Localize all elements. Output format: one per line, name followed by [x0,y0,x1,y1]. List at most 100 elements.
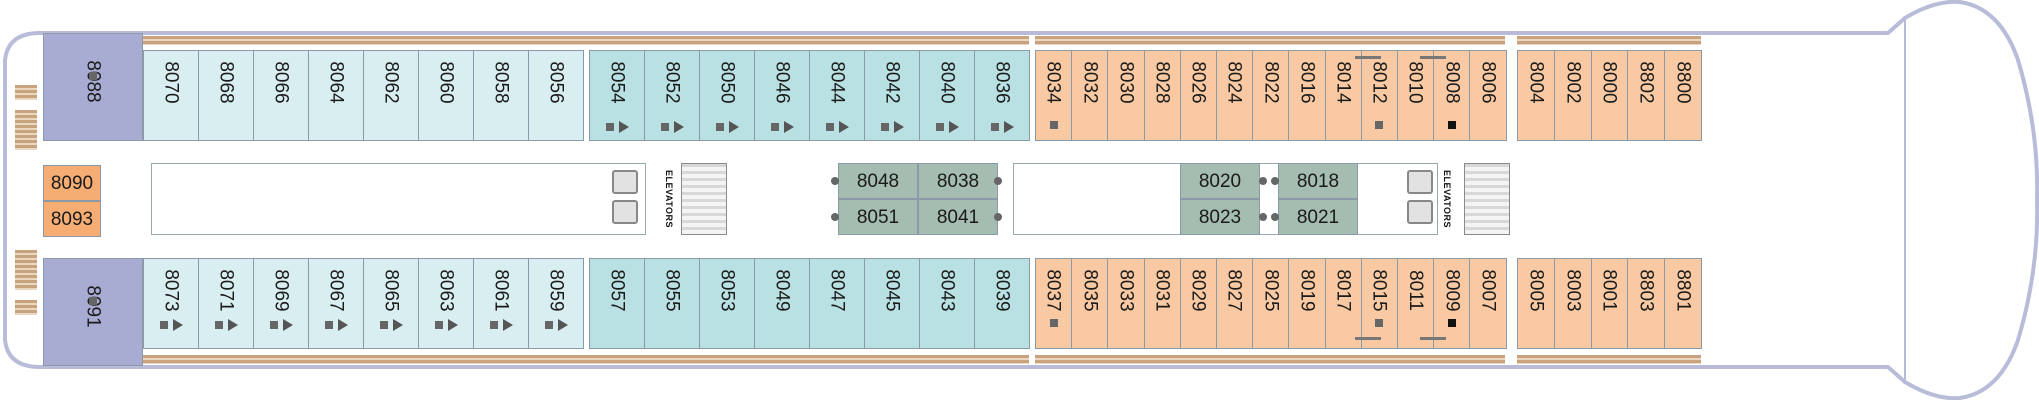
cabin-8030[interactable]: 8030 [1107,50,1145,141]
cabin-8000[interactable]: 8000 [1590,50,1629,141]
cabin-8005[interactable]: 8005 [1517,258,1555,349]
cabin-8803[interactable]: 8803 [1627,258,1666,349]
cabin-8026[interactable]: 8026 [1179,50,1217,141]
cabin-8093[interactable]: 8093 [43,201,101,237]
cabin-8043[interactable]: 8043 [919,258,975,349]
cabin-8015[interactable]: 8015 [1360,258,1398,349]
elevator-car [612,200,638,224]
cabin-number: 8030 [1115,61,1137,104]
cabin-number: 8012 [1368,61,1390,104]
cabin-8065[interactable]: 8065 [363,258,419,349]
cabin-8042[interactable]: 8042 [864,50,920,141]
cabin-number: 8061 [490,269,512,312]
cabin-8060[interactable]: 8060 [418,50,474,141]
cabin-8011[interactable]: 8011 [1397,258,1435,349]
cabin-8054[interactable]: 8054 [589,50,645,141]
cabin-8021[interactable]: 8021 [1278,199,1358,235]
cabin-8073[interactable]: 8073 [143,258,199,349]
cabin-8032[interactable]: 8032 [1071,50,1109,141]
cabin-8045[interactable]: 8045 [864,258,920,349]
cabin-8066[interactable]: 8066 [253,50,309,141]
cabin-number: 8010 [1405,61,1427,104]
cabin-8022[interactable]: 8022 [1252,50,1290,141]
cabin-8088[interactable]: 8088 [43,33,143,141]
cabin-8058[interactable]: 8058 [473,50,529,141]
cabin-8056[interactable]: 8056 [528,50,584,141]
cabin-8038[interactable]: 8038 [918,163,998,199]
cabin-8012[interactable]: 8012 [1360,50,1398,141]
cabin-8047[interactable]: 8047 [809,258,865,349]
cabin-8067[interactable]: 8067 [308,258,364,349]
cabin-8009[interactable]: 8009 [1433,258,1471,349]
cabin-feature-icons [144,319,198,331]
cabin-8003[interactable]: 8003 [1553,258,1592,349]
cabin-8014[interactable]: 8014 [1324,50,1362,141]
partition-bar [1355,337,1381,340]
cabin-8071[interactable]: 8071 [198,258,254,349]
cabin-8059[interactable]: 8059 [528,258,584,349]
cabin-8006[interactable]: 8006 [1469,50,1507,141]
cabin-8063[interactable]: 8063 [418,258,474,349]
cabin-8091[interactable]: 8091 [43,258,143,366]
cabin-8025[interactable]: 8025 [1252,258,1290,349]
cabin-8023[interactable]: 8023 [1180,199,1260,235]
cabin-8031[interactable]: 8031 [1143,258,1181,349]
balcony-icon [838,121,849,133]
cabin-8034[interactable]: 8034 [1035,50,1073,141]
balcony-icon [282,319,293,331]
cabin-8048[interactable]: 8048 [838,163,918,199]
cabin-8010[interactable]: 8010 [1397,50,1435,141]
cabin-8007[interactable]: 8007 [1469,258,1507,349]
connecting-cabin-icon [544,321,553,329]
cabin-8039[interactable]: 8039 [974,258,1030,349]
cabin-number: 8008 [1441,61,1463,104]
connecting-cabin-icon [89,72,97,80]
cabin-8800[interactable]: 8800 [1664,50,1702,141]
cabin-8041[interactable]: 8041 [918,199,998,235]
cabin-8017[interactable]: 8017 [1324,258,1362,349]
cabin-8028[interactable]: 8028 [1143,50,1181,141]
cabin-8068[interactable]: 8068 [198,50,254,141]
cabin-8037[interactable]: 8037 [1035,258,1073,349]
cabin-8802[interactable]: 8802 [1627,50,1666,141]
deck-strip [143,36,1029,45]
cabin-8044[interactable]: 8044 [809,50,865,141]
cabin-8053[interactable]: 8053 [699,258,755,349]
cabin-8019[interactable]: 8019 [1288,258,1326,349]
cabin-8033[interactable]: 8033 [1107,258,1145,349]
cabin-8052[interactable]: 8052 [644,50,700,141]
cabin-8029[interactable]: 8029 [1179,258,1217,349]
cabin-8069[interactable]: 8069 [253,258,309,349]
cabin-8046[interactable]: 8046 [754,50,810,141]
cabin-8016[interactable]: 8016 [1288,50,1326,141]
cabin-8090[interactable]: 8090 [43,165,101,201]
cabin-8055[interactable]: 8055 [644,258,700,349]
cabin-8051[interactable]: 8051 [838,199,918,235]
cabin-8027[interactable]: 8027 [1216,258,1254,349]
cabin-8035[interactable]: 8035 [1071,258,1109,349]
elevator-car [1407,200,1433,224]
cabin-8801[interactable]: 8801 [1664,258,1702,349]
cabin-number: 8005 [1525,269,1547,312]
cabin-8024[interactable]: 8024 [1216,50,1254,141]
cabin-number: 8007 [1477,269,1499,312]
cabin-number: 8023 [1198,206,1242,228]
cabin-8049[interactable]: 8049 [754,258,810,349]
cabin-number: 8017 [1332,269,1354,312]
cabin-8020[interactable]: 8020 [1180,163,1260,199]
cabin-number: 8026 [1187,61,1209,104]
cabin-feature-icons [1036,319,1071,327]
cabin-8064[interactable]: 8064 [308,50,364,141]
cabin-8062[interactable]: 8062 [363,50,419,141]
cabin-8002[interactable]: 8002 [1553,50,1592,141]
cabin-8001[interactable]: 8001 [1590,258,1629,349]
cabin-8018[interactable]: 8018 [1278,163,1358,199]
cabin-8050[interactable]: 8050 [699,50,755,141]
cabin-8061[interactable]: 8061 [473,258,529,349]
cabin-8070[interactable]: 8070 [143,50,199,141]
cabin-8004[interactable]: 8004 [1517,50,1555,141]
cabin-8008[interactable]: 8008 [1433,50,1471,141]
cabin-8036[interactable]: 8036 [974,50,1030,141]
cabin-8057[interactable]: 8057 [589,258,645,349]
cabin-8040[interactable]: 8040 [919,50,975,141]
